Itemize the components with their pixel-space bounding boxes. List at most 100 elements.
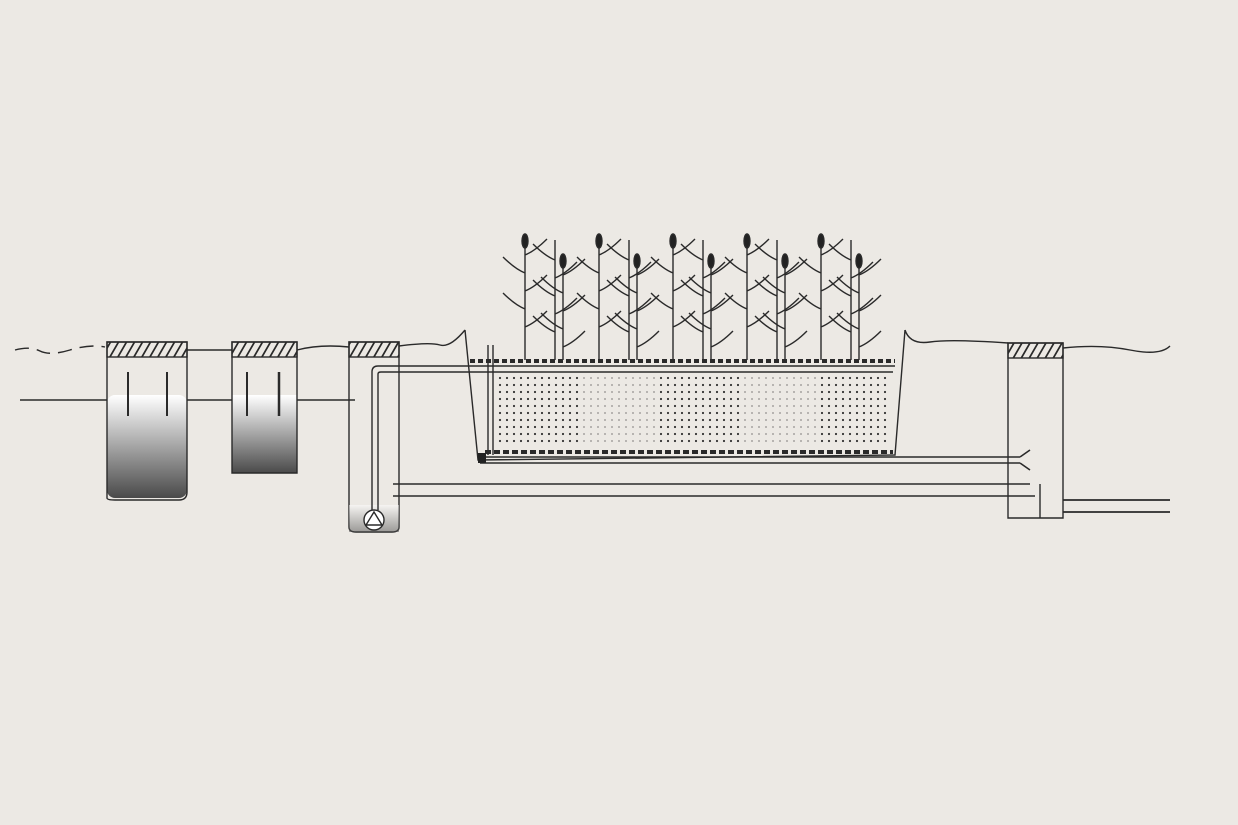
sand-dot: [876, 397, 880, 401]
sand-dot: [834, 439, 838, 443]
sand-dot: [848, 383, 852, 387]
sand-dot: [632, 433, 634, 435]
sand-dot: [876, 376, 880, 380]
sand-dot: [554, 411, 558, 415]
sand-dot: [575, 418, 579, 422]
sand-dot: [533, 439, 537, 443]
sand-dot: [869, 425, 873, 429]
reed-plant: [502, 233, 548, 360]
sand-dot: [855, 383, 859, 387]
sand-dot: [786, 398, 788, 400]
sand-dot: [533, 425, 537, 429]
sand-dot: [883, 383, 887, 387]
sand-dot: [604, 419, 606, 421]
sand-dot: [862, 390, 866, 394]
sand-dot: [519, 404, 523, 408]
sand-dot: [618, 419, 620, 421]
sand-dot: [729, 425, 733, 429]
sand-dot: [744, 426, 746, 428]
sand-dot: [793, 391, 795, 393]
sand-dot: [820, 439, 824, 443]
reed-stem: [762, 255, 808, 360]
sand-dot: [876, 439, 880, 443]
sand-dot: [862, 425, 866, 429]
sand-dot: [583, 398, 585, 400]
sand-dot: [639, 405, 641, 407]
sand-dot: [632, 398, 634, 400]
sand-dot: [547, 390, 551, 394]
sand-dot: [841, 439, 845, 443]
sand-dot: [820, 397, 824, 401]
sand-dot: [673, 376, 677, 380]
sand-dot: [834, 418, 838, 422]
sand-dot: [722, 376, 726, 380]
outlet-pipe: [1063, 499, 1170, 513]
sand-dot: [547, 432, 551, 436]
sand-dot: [597, 419, 599, 421]
sand-dot: [814, 384, 816, 386]
sand-dot: [786, 405, 788, 407]
sand-dot: [646, 377, 648, 379]
sand-dot: [855, 411, 859, 415]
sand-dot: [779, 419, 781, 421]
sand-dot: [568, 432, 572, 436]
sand-dot: [883, 418, 887, 422]
sand-dot: [611, 426, 613, 428]
sand-dot: [744, 391, 746, 393]
sand-dot: [701, 397, 705, 401]
sand-dot: [765, 419, 767, 421]
sand-dot: [533, 411, 537, 415]
sand-dot: [834, 404, 838, 408]
sand-dot: [772, 412, 774, 414]
sand-dot: [687, 439, 691, 443]
reeds: [502, 233, 882, 360]
sand-dot: [744, 419, 746, 421]
sand-dot: [814, 419, 816, 421]
sand-dot: [659, 390, 663, 394]
sand-dot: [659, 425, 663, 429]
sand-dot: [604, 398, 606, 400]
sand-dot: [862, 404, 866, 408]
sand-dot: [800, 377, 802, 379]
sand-dot: [800, 412, 802, 414]
sand-dot: [646, 384, 648, 386]
sand-dot: [694, 390, 698, 394]
sand-dot: [869, 432, 873, 436]
sand-dot: [814, 426, 816, 428]
sand-dot: [687, 383, 691, 387]
sand-dot: [841, 376, 845, 380]
sand-dot: [820, 383, 824, 387]
sand-dot: [554, 439, 558, 443]
sand-dot: [848, 404, 852, 408]
sand-dot: [561, 418, 565, 422]
sand-dot: [834, 411, 838, 415]
sand-dot: [779, 412, 781, 414]
sand-dot: [639, 391, 641, 393]
sand-dot: [625, 433, 627, 435]
sand-dot: [876, 432, 880, 436]
sand-dot: [673, 418, 677, 422]
sand-dot: [800, 405, 802, 407]
sand-dot: [568, 376, 572, 380]
sand-dot: [751, 419, 753, 421]
reed-stem: [502, 235, 548, 360]
sand-dot: [869, 439, 873, 443]
sand-dot: [533, 383, 537, 387]
sand-dot: [820, 404, 824, 408]
sand-dot: [597, 391, 599, 393]
sand-dot: [526, 439, 530, 443]
sand-dot: [646, 433, 648, 435]
sand-dot: [729, 432, 733, 436]
sand-dot: [673, 390, 677, 394]
sand-dot: [498, 376, 502, 380]
sand-dot: [540, 425, 544, 429]
sand-dot: [639, 426, 641, 428]
sand-dot: [800, 391, 802, 393]
sand-dot: [639, 433, 641, 435]
sand-dot: [526, 383, 530, 387]
sand-dot: [673, 397, 677, 401]
sand-dot: [575, 376, 579, 380]
sand-dot: [590, 391, 592, 393]
sand-dot: [841, 390, 845, 394]
